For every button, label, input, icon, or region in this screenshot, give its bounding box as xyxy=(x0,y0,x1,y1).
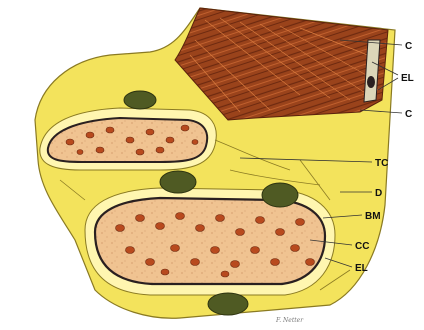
label-d: D xyxy=(375,188,382,199)
label-c-mid: C xyxy=(405,109,412,120)
label-el-top: EL xyxy=(401,73,414,84)
lower-fibre xyxy=(85,188,335,295)
label-cc: CC xyxy=(355,241,369,252)
label-el-bottom: EL xyxy=(355,263,368,274)
elastic-fibre-top-cross xyxy=(367,76,375,88)
label-tc: TC xyxy=(375,158,388,169)
label-c-top: C xyxy=(405,41,412,52)
label-bm: BM xyxy=(365,211,381,222)
artist-signature: F. Netter xyxy=(275,317,304,324)
